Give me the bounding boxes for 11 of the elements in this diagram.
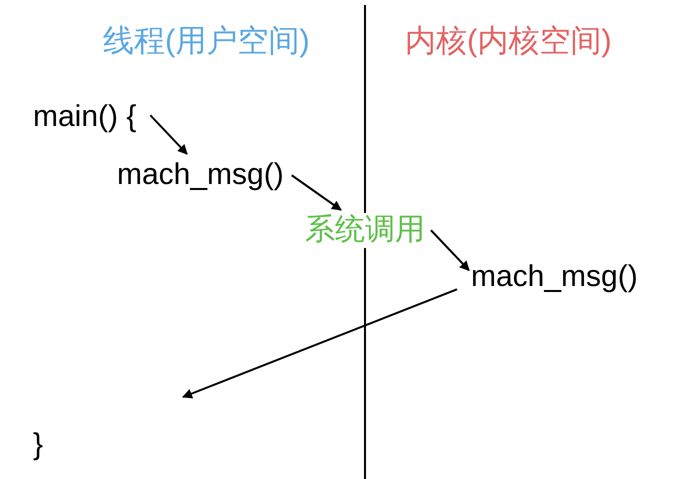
column-heading: 线程(用户空间) (103, 23, 310, 59)
arrow (150, 114, 188, 155)
arrow (182, 288, 458, 398)
code-text: main() { (33, 100, 136, 134)
function-call-text: mach_msg() (471, 260, 638, 294)
column-heading: 内核(内核空间) (405, 23, 612, 59)
closing-brace: } (33, 428, 44, 462)
arrow (430, 230, 470, 272)
function-call-text: mach_msg() (117, 158, 284, 192)
system-call-text: 系统调用 (305, 213, 425, 248)
arrow (291, 174, 342, 211)
